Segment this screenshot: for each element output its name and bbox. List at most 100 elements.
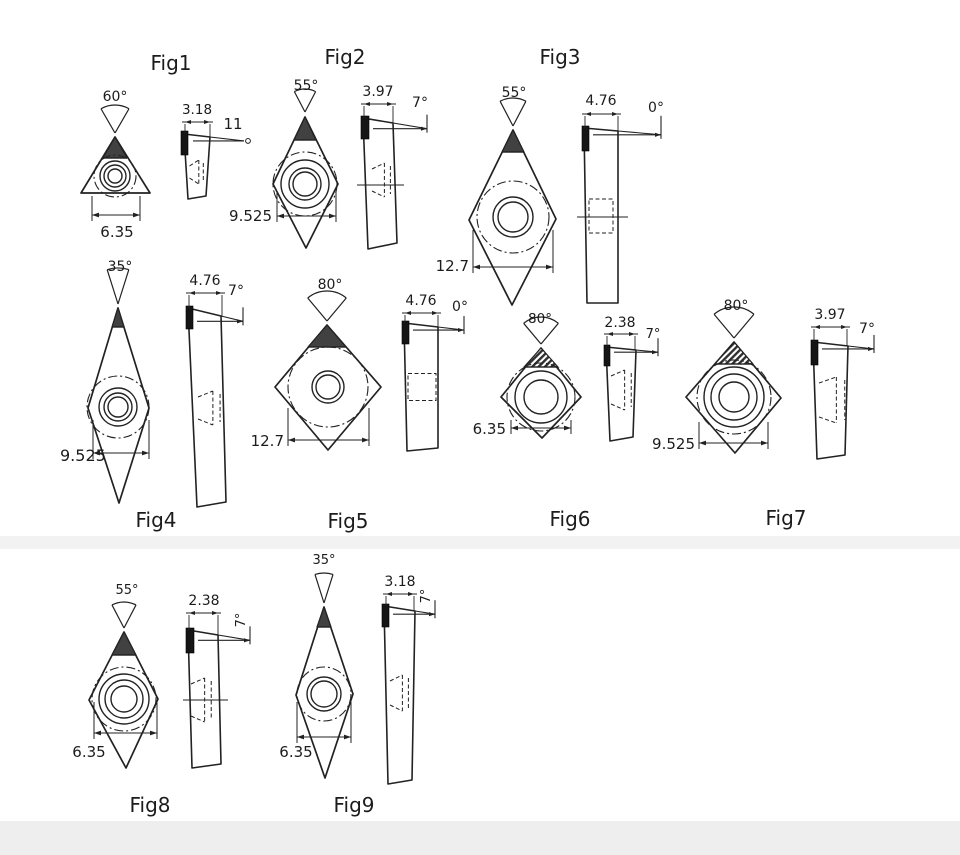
- fig3-hole-circle: [492, 196, 534, 238]
- fig3-label-text: Fig3: [539, 45, 580, 69]
- fig9-hole-circle: [296, 666, 352, 722]
- fig9-thickness-text: 3.18: [384, 574, 415, 590]
- fig3-width-text: 12.7: [436, 257, 469, 275]
- fig1-side-nose: [180, 130, 189, 156]
- fig1-side-view: 113.18: [180, 102, 251, 200]
- fig1-thickness-text: 3.18: [182, 102, 212, 118]
- fig7-nose-angle-text: 80°: [724, 298, 749, 314]
- fig2-side-outline: [362, 117, 398, 250]
- fig2-thickness-text: 3.97: [362, 84, 393, 100]
- fig2-group: 55° 9.525 7° 3.97 Fig2: [229, 45, 428, 250]
- fig5-hidden-hole: [407, 373, 437, 401]
- fig4-nose-angle-text: 35°: [108, 259, 133, 275]
- fig7-hole-circle: [696, 359, 772, 435]
- fig9-front-outline: [295, 606, 354, 779]
- fig8-hole-circle: [98, 673, 150, 725]
- fig9-side-view: 7° 3.18: [381, 574, 436, 785]
- fig4-side-nose: [185, 305, 194, 330]
- fig7-front-view: 80°9.525: [652, 298, 782, 454]
- fig6-nose-tip: [523, 347, 559, 368]
- fig8-width-text: 6.35: [72, 743, 105, 761]
- fig2-width-text: 9.525: [229, 207, 272, 225]
- fig3-nose-tip: [501, 129, 525, 153]
- fig8-hole-circle: [91, 666, 157, 732]
- fig2-nose-angle-text: 55°: [294, 78, 319, 94]
- fig6-width-text: 6.35: [473, 420, 506, 438]
- fig3-hidden-hole: [588, 198, 614, 234]
- fig4-side-outline: [187, 307, 227, 508]
- fig9-label-text: Fig9: [333, 793, 374, 817]
- fig3-side-nose: [581, 125, 590, 152]
- fig5-side-view: 0° 4.76: [401, 293, 468, 452]
- fig5-label-text: Fig5: [327, 509, 368, 533]
- separator-band-1: [0, 536, 960, 549]
- fig2-hole-circle: [272, 151, 338, 217]
- fig8-hole-circle: [104, 679, 144, 719]
- fig1-hole-circle: [99, 160, 131, 192]
- fig3-hole-circle: [476, 180, 550, 254]
- fig9-relief-angle-text: 7°: [419, 589, 434, 604]
- fig8-front-view: 55° 6.35: [72, 583, 159, 769]
- fig7-relief-angle-text: 7°: [859, 321, 875, 337]
- fig6-hole-circle: [506, 362, 576, 432]
- fig7-side-nose: [810, 339, 819, 366]
- fig2-label-text: Fig2: [324, 45, 365, 69]
- fig2-hole-circle: [292, 171, 318, 197]
- fig1-side-outline: [183, 133, 211, 200]
- fig2-nose-tip: [293, 116, 317, 141]
- fig7-hole-circle: [703, 366, 765, 428]
- fig2-side-view: 7° 3.97: [357, 84, 428, 250]
- fig5-hole-circle: [315, 374, 341, 400]
- fig5-hole-circle: [311, 370, 345, 404]
- fig4-relief-angle-text: 7°: [228, 283, 244, 299]
- fig3-nose-angle-text: 55°: [502, 85, 527, 101]
- fig1-width-text: 6.35: [100, 223, 133, 241]
- fig6-nose-angle-text: 80°: [528, 311, 552, 327]
- fig3-front-view: 55° 12.7: [436, 85, 557, 306]
- fig9-width-text: 6.35: [279, 743, 312, 761]
- fig7-hole-circle: [718, 381, 750, 413]
- fig9-side-outline: [383, 605, 416, 785]
- fig6-thickness-text: 2.38: [604, 315, 635, 331]
- fig8-label-text: Fig8: [129, 793, 170, 817]
- fig8-nose-tip: [111, 631, 137, 656]
- fig4-label-text: Fig4: [135, 508, 176, 532]
- fig5-thickness-text: 4.76: [405, 293, 436, 309]
- fig9-side-nose: [381, 603, 390, 628]
- fig1-hole-circle: [107, 168, 123, 184]
- fig7-side-view: 7°3.97: [810, 307, 875, 460]
- fig9-front-view: 35°6.35: [279, 553, 354, 779]
- fig1-hole-circle: [103, 164, 127, 188]
- fig4-side-view: 7°4.76: [185, 273, 244, 508]
- fig7-side-outline: [812, 341, 849, 460]
- fig6-hole-circle: [523, 379, 559, 415]
- fig6-side-outline: [605, 346, 637, 442]
- fig7-nose-tip: [714, 341, 754, 365]
- fig2-side-nose: [360, 115, 370, 140]
- fig1-hole-circle: [93, 154, 137, 198]
- fig6-relief-angle-text: 7°: [646, 327, 661, 342]
- fig9-hole-circle: [306, 676, 342, 712]
- fig3-thickness-text: 4.76: [585, 93, 616, 109]
- fig8-nose-angle-text: 55°: [115, 583, 138, 598]
- fig6-hole-circle: [514, 370, 568, 424]
- fig3-side-view: 0° 4.76: [577, 93, 664, 304]
- fig8-side-nose: [185, 627, 195, 654]
- fig3-relief-angle-text: 0°: [648, 100, 664, 116]
- fig5-hole-circle: [287, 346, 369, 428]
- fig2-relief-angle-text: 7°: [412, 95, 428, 111]
- fig1-label-text: Fig1: [150, 51, 191, 75]
- fig5-nose-angle-text: 80°: [318, 277, 343, 293]
- fig2-front-view: 55° 9.525: [229, 78, 339, 249]
- fig7-front-outline: [685, 341, 782, 454]
- fig5-relief-angle-text: 0°: [452, 299, 468, 315]
- fig6-front-view: 80° 6.35: [473, 311, 582, 439]
- fig8-hole-circle: [110, 685, 138, 713]
- fig4-nose-tip: [111, 307, 125, 328]
